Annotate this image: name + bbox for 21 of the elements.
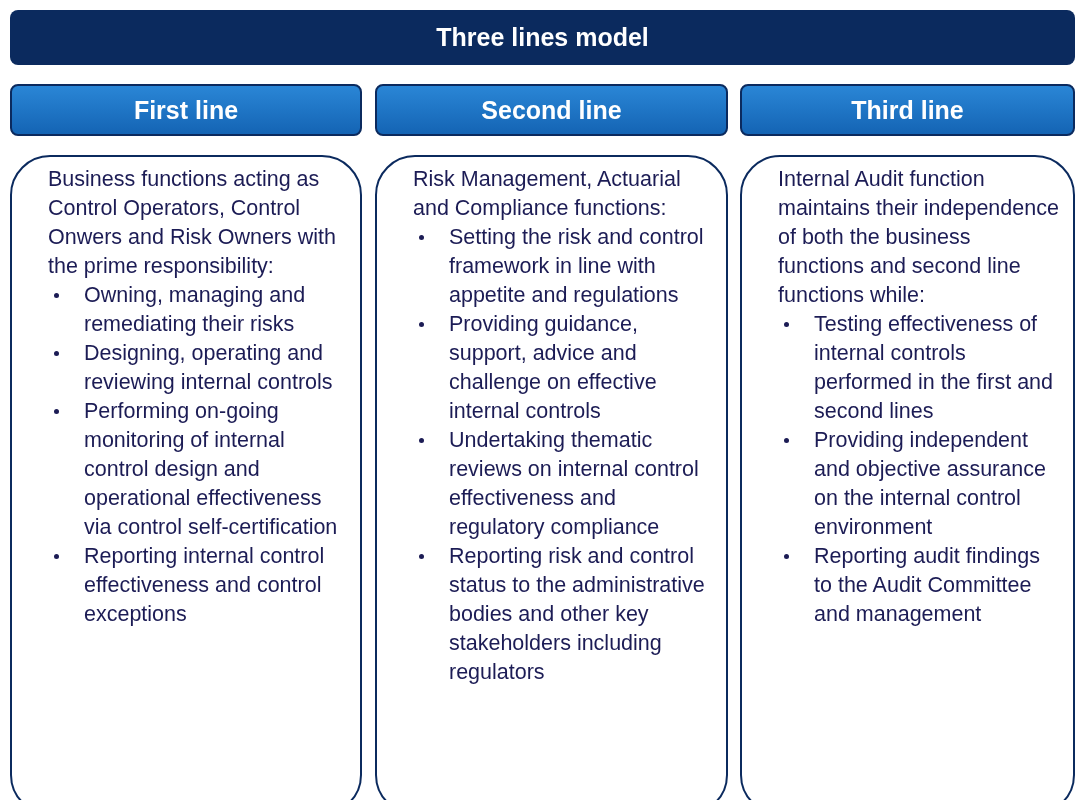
intro-text: Business functions acting as Control Operators, Control Onwers and Risk Owners with the prime responsibility: (48, 166, 337, 280)
intro-text: Risk Management, Actuarial and Compliance functions: (413, 166, 682, 222)
content-panel (740, 155, 1075, 800)
content-panel (10, 155, 362, 800)
column-header: Third line (740, 84, 1075, 136)
intro-text: Internal Audit function maintains their independence of both the business functions and second line functions while: (778, 166, 1059, 309)
bullet-text: Providing independent and objective assurance on the internal control environment (814, 428, 1046, 539)
bullet-text: Owning, managing and remediating their risks (84, 283, 306, 336)
bullet-text: Reporting internal control effectiveness and control exceptions (84, 544, 325, 626)
content-panel (375, 155, 728, 800)
column-header: First line (10, 84, 362, 136)
bullet-text: Performing on-going monitoring of internal control design and operational effectiveness via control self-certification (84, 399, 338, 539)
column-header: Second line (375, 84, 728, 136)
bullet-text: Testing effectiveness of internal controls performed in the first and second lines (814, 312, 1053, 423)
bullet-text: Reporting risk and control status to the administrative bodies and other key stakeholders including regulators (449, 544, 705, 684)
bullet-text: Providing guidance, support, advice and challenge on effective internal controls (449, 312, 657, 423)
bullet-text: Reporting audit findings to the Audit Committee and management (814, 544, 1040, 626)
bullet-text: Setting the risk and control framework in line with appetite and regulations (449, 225, 704, 307)
title-banner: Three lines model (10, 10, 1075, 65)
bullet-text: Designing, operating and reviewing internal controls (84, 341, 333, 394)
bullet-text: Undertaking thematic reviews on internal control effectiveness and regulatory compliance (449, 428, 699, 539)
